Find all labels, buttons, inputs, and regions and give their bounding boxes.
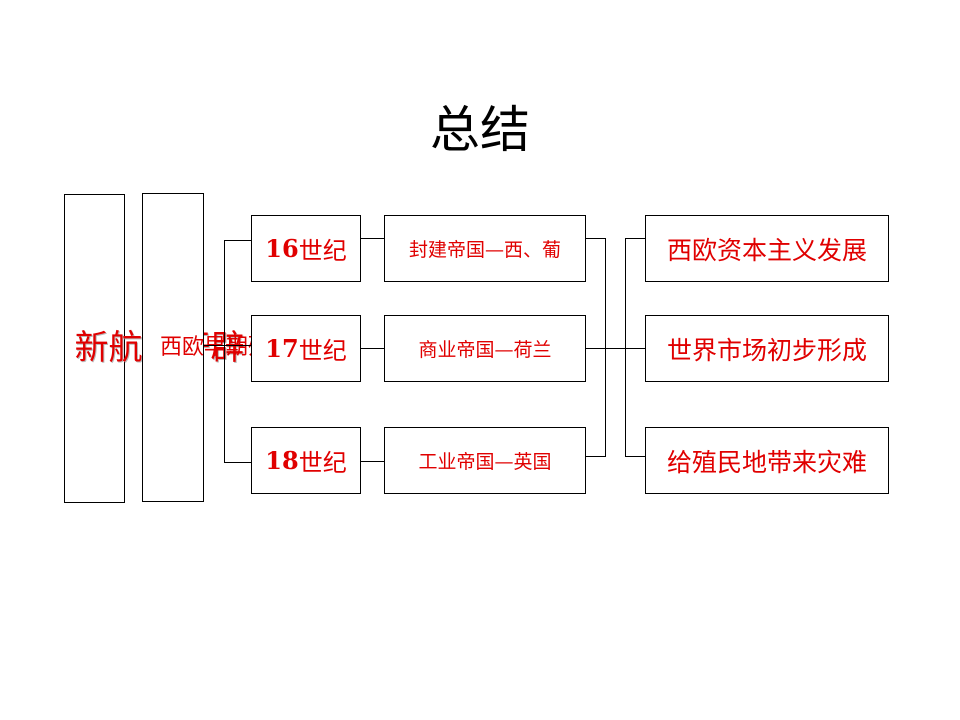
empire-box-16: 封建帝国—西、葡 <box>384 215 586 282</box>
connector-bracket-16 <box>224 240 252 241</box>
century-unit: 世纪 <box>298 237 347 265</box>
connector-16-to-empire <box>361 238 385 239</box>
result-box-2: 世界市场初步形成 <box>645 315 889 382</box>
stage-box: 西欧早期殖民扩张 <box>142 193 337 502</box>
connector-18-to-empire <box>361 461 385 462</box>
slide-title: 总结 <box>430 101 530 159</box>
stage-label: 西欧早期殖民扩张 <box>160 334 337 360</box>
century-number: 18 <box>265 446 299 475</box>
connector-to-result-2 <box>625 348 646 349</box>
century-unit: 世纪 <box>298 337 347 365</box>
bracket-centuries <box>224 240 225 463</box>
connector-to-result-1 <box>625 238 646 239</box>
century-unit: 世纪 <box>298 449 347 477</box>
root-topic-label: 新航路开辟 <box>75 329 245 368</box>
bracket-empires <box>605 238 606 457</box>
result-label: 给殖民地带来灾难 <box>666 447 867 477</box>
connector-to-result-3 <box>625 456 646 457</box>
connector-stage-to-bracket <box>204 345 225 346</box>
empire-label: 工业帝国—英国 <box>418 451 552 473</box>
result-label: 世界市场初步形成 <box>666 335 867 365</box>
empire-label: 封建帝国—西、葡 <box>408 239 561 261</box>
connector-empires-to-results <box>586 348 626 349</box>
result-label: 西欧资本主义发展 <box>666 235 867 265</box>
empire-label: 商业帝国—荷兰 <box>418 339 552 361</box>
root-topic-box: 新航路开辟 <box>64 194 245 503</box>
result-box-3: 给殖民地带来灾难 <box>645 427 889 494</box>
empire-box-18: 工业帝国—英国 <box>384 427 586 494</box>
century-number: 16 <box>265 234 299 263</box>
connector-17-to-empire <box>361 348 385 349</box>
connector-empire-18-to-bracket <box>586 456 606 457</box>
connector-bracket-18 <box>224 462 252 463</box>
connector-empire-16-to-bracket <box>586 238 606 239</box>
bracket-results <box>625 238 626 457</box>
century-number: 17 <box>265 334 299 363</box>
empire-box-17: 商业帝国—荷兰 <box>384 315 586 382</box>
connector-bracket-17 <box>224 345 252 346</box>
result-box-1: 西欧资本主义发展 <box>645 215 889 282</box>
